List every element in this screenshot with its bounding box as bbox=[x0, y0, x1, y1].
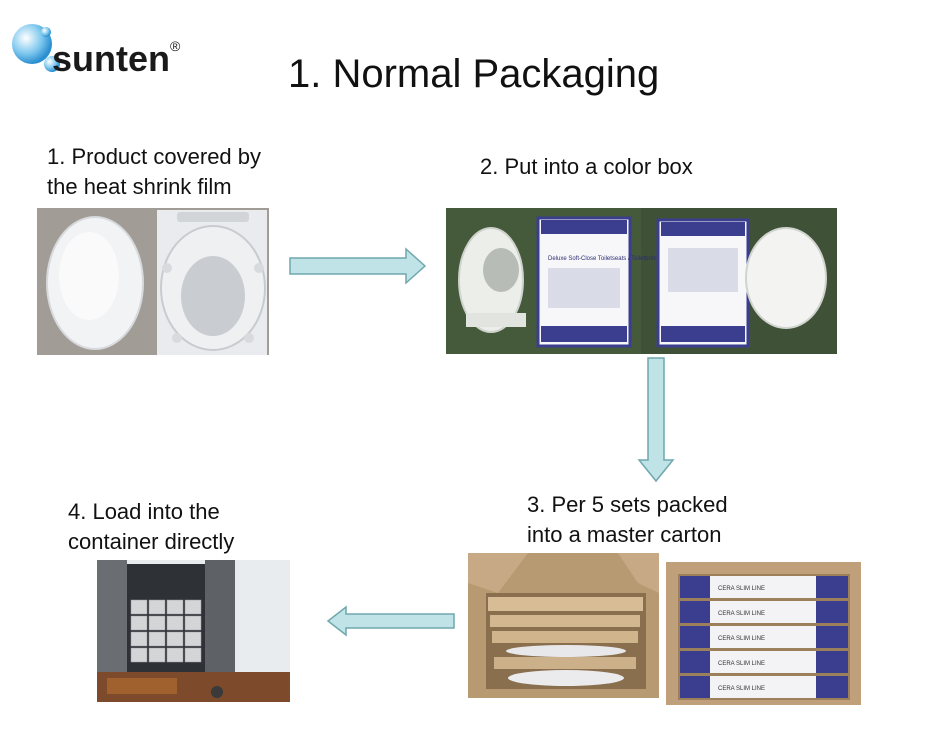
step-2-caption: 2. Put into a color box bbox=[480, 154, 693, 179]
step-1-line-1: 1. Product covered by bbox=[47, 144, 262, 169]
logo-wordmark: sunten® bbox=[52, 38, 181, 79]
step-3-photo-carton-boxes: CERA SLIM LINE CERA SLIM LINE CERA SLIM … bbox=[666, 562, 861, 705]
page-title: 1. Normal Packaging bbox=[288, 52, 660, 96]
arrow-left-icon bbox=[326, 605, 455, 637]
step-2-photo: Deluxe Soft-Close Toiletseats / Toiletbr… bbox=[446, 208, 837, 354]
arrow-right-icon bbox=[289, 247, 427, 285]
step-3-photo-carton-open bbox=[468, 553, 659, 698]
logo-bubbles-icon bbox=[12, 24, 60, 72]
step-1-photo bbox=[37, 208, 269, 355]
arrow-down-icon bbox=[637, 357, 675, 483]
svg-text:CERA SLIM LINE: CERA SLIM LINE bbox=[718, 686, 765, 692]
svg-text:Deluxe Soft-Close Toiletseats: Deluxe Soft-Close Toiletseats / Toiletbr… bbox=[548, 256, 657, 262]
step-3-line-1: 3. Per 5 sets packed bbox=[527, 492, 728, 517]
svg-text:CERA SLIM LINE: CERA SLIM LINE bbox=[718, 661, 765, 667]
step-3-line-2: into a master carton bbox=[527, 522, 722, 547]
step-4-caption: 4. Load into the container directly bbox=[68, 497, 234, 557]
step-1-caption: 1. Product covered by the heat shrink fi… bbox=[47, 142, 261, 202]
svg-text:CERA SLIM LINE: CERA SLIM LINE bbox=[718, 636, 765, 642]
step-4-line-1: 4. Load into the bbox=[68, 499, 220, 524]
step-4-photo-container bbox=[97, 560, 290, 702]
container-loading-illustration bbox=[97, 560, 290, 702]
step-1-line-2: the heat shrink film bbox=[47, 174, 232, 199]
toilet-seat-illustration bbox=[37, 208, 269, 355]
stacked-boxes-illustration: CERA SLIM LINE CERA SLIM LINE CERA SLIM … bbox=[666, 562, 861, 705]
svg-text:CERA SLIM LINE: CERA SLIM LINE bbox=[718, 586, 765, 592]
carton-stack-illustration bbox=[468, 553, 659, 698]
svg-text:CERA SLIM LINE: CERA SLIM LINE bbox=[718, 611, 765, 617]
company-logo bbox=[8, 18, 218, 88]
step-3-caption: 3. Per 5 sets packed into a master carto… bbox=[527, 490, 728, 550]
color-box-illustration: Deluxe Soft-Close Toiletseats / Toiletbr… bbox=[446, 208, 837, 354]
step-4-line-2: container directly bbox=[68, 529, 235, 554]
